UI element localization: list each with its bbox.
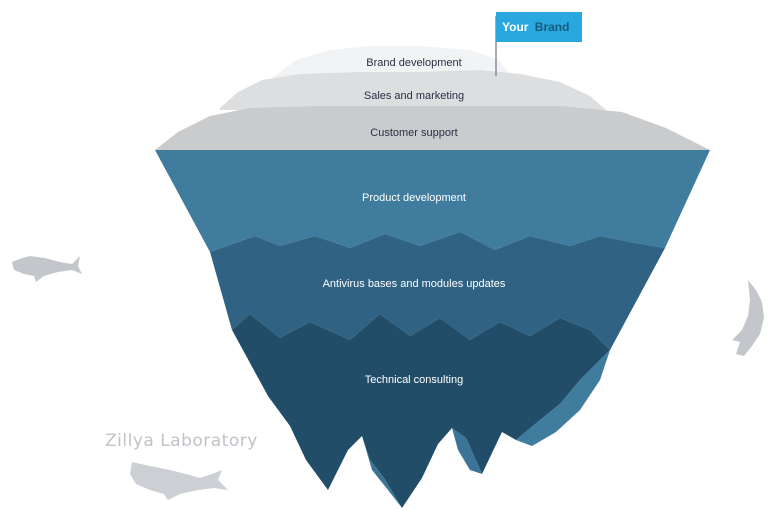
flag-label-part1: Your [502, 20, 529, 34]
label-technical-consulting: Technical consulting [365, 374, 463, 386]
water-layer-2 [210, 232, 665, 350]
label-customer-support: Customer support [370, 127, 457, 139]
label-brand-development: Brand development [366, 57, 461, 69]
ice-layer-middle [220, 70, 606, 110]
water-layer-1 [155, 150, 710, 252]
ice-layer-top [272, 46, 512, 78]
shark-right-icon [732, 280, 764, 356]
flag-label: Your Brand [502, 20, 569, 34]
flag-label-part2: Brand [535, 20, 570, 34]
shark-left-icon [12, 256, 82, 282]
water-spike-mid [452, 428, 482, 474]
watermark-text: Zillya Laboratory [105, 431, 258, 451]
shark-bottom-icon [130, 462, 228, 500]
label-antivirus-bases: Antivirus bases and modules updates [323, 278, 506, 290]
flag-banner [496, 12, 582, 42]
ice-layer-bottom [155, 106, 710, 150]
brand-flag: Your Brand [495, 12, 582, 76]
water-spike-right [516, 350, 610, 446]
label-product-development: Product development [362, 192, 466, 204]
label-sales-and-marketing: Sales and marketing [364, 90, 464, 102]
water-layer-3 [232, 314, 610, 508]
